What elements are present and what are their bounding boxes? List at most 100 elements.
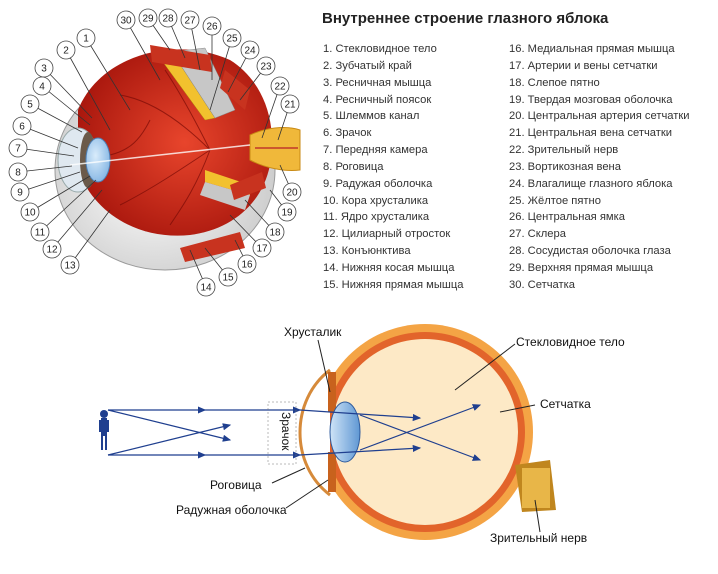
legend-item: 24. Влагалище глазного яблока [509, 177, 673, 190]
callout-line [209, 37, 233, 111]
callout-circle [270, 76, 290, 96]
legend-left: 1. Стекловидное тело 2. Зубчатый край 3. Р… [323, 41, 464, 294]
callout-circle [256, 56, 276, 76]
legend-item: 7. Передняя камера [323, 144, 428, 157]
cornea-shape [298, 368, 331, 497]
callout-circle [196, 277, 216, 297]
callout-circle [76, 28, 96, 48]
callout-number: 3 [41, 64, 47, 75]
callout-number: 11 [35, 228, 46, 239]
callout-circle [240, 40, 260, 60]
callout-number: 22 [274, 82, 286, 93]
legend-right: 16. Медиальная прямая мышца 17. Артерии и… [509, 41, 690, 294]
label-optic-nerve: Зрительный нерв [490, 531, 587, 545]
legend-item: 20. Центральная артерия сетчатки [509, 110, 690, 123]
callout-circle [56, 40, 76, 60]
callout-number: 24 [244, 46, 256, 57]
legend-item: 21. Центральная вена сетчатки [509, 127, 673, 140]
legend-item: 4. Ресничный поясок [323, 93, 432, 106]
legend-item: 9. Радужая оболочка [323, 177, 433, 190]
callout-circle [222, 28, 242, 48]
callout-line [39, 179, 97, 233]
legend-item: 13. Конъюнктива [323, 245, 411, 258]
callout-circle [30, 222, 50, 242]
callout-line [65, 49, 111, 131]
callout-line [29, 103, 83, 133]
callout-number: 10 [24, 208, 36, 219]
legend-item: 11. Ядро хрусталика [323, 211, 430, 224]
legend-item: 10. Кора хрусталика [323, 194, 429, 207]
superior-rectus-muscle [150, 45, 212, 72]
callout-line [69, 209, 111, 266]
callout-line [125, 19, 161, 81]
callout-circle [116, 10, 136, 30]
callout-circle [32, 76, 52, 96]
callout-circle [202, 16, 222, 36]
callout-circle [282, 182, 302, 202]
callout-line [85, 37, 131, 111]
legend-item: 28. Сосудистая оболочка глаза [509, 245, 671, 258]
callout-line [43, 67, 93, 119]
callout-line [41, 85, 91, 126]
legend-item: 27. Склера [509, 228, 566, 241]
callout-circle [138, 8, 158, 28]
callout-circle [20, 202, 40, 222]
legend-item: 22. Зрительный нерв [509, 144, 619, 157]
inferior-rectus-muscle [180, 232, 245, 262]
light-rays [107, 404, 482, 461]
callout-number: 4 [39, 82, 45, 93]
legend-item: 8. Роговица [323, 160, 384, 173]
callout-circle [60, 255, 80, 275]
legend-item: 26. Центральная ямка [509, 211, 625, 224]
callout-circle [237, 254, 257, 274]
legend-item: 23. Вортикозная вена [509, 160, 621, 173]
callout-number: 12 [46, 245, 58, 256]
legend-item: 30. Сетчатка [509, 278, 576, 291]
retinal-vessels [109, 69, 211, 226]
callout-number: 18 [269, 228, 281, 239]
callout-circle [218, 267, 238, 287]
legend-item: 3. Ресничная мышца [323, 76, 432, 89]
callout-circle [158, 8, 178, 28]
medial-muscle [230, 172, 266, 200]
callout-number: 2 [63, 46, 69, 57]
legend-item: 29. Верхняя прямая мышца [509, 261, 654, 274]
callout-circle [42, 239, 62, 259]
callout-number: 23 [260, 62, 272, 73]
callout-number: 15 [222, 273, 234, 284]
callout-circle [12, 116, 32, 136]
callout-number: 21 [284, 100, 296, 111]
legend-item: 16. Медиальная прямая мышца [509, 43, 675, 55]
callout-number: 1 [83, 34, 89, 45]
eye-optics-diagram: Хрусталик Стекловидное тело Сетчатка Рог… [99, 324, 625, 545]
pupil-zone [267, 401, 297, 465]
legend-item: 2. Зубчатый край [323, 59, 412, 72]
callout-circle [180, 10, 200, 30]
legend-item: 18. Слепое пятно [509, 76, 600, 89]
visual-axis [69, 144, 251, 166]
legend-item: 17. Артерии и вены сетчатки [509, 59, 658, 72]
sclera-cut-bottom-grey [200, 182, 250, 210]
callout-number: 5 [27, 100, 33, 111]
callout-circle [252, 238, 272, 258]
callout-number: 6 [19, 122, 25, 133]
lens-shape [329, 401, 361, 463]
eyeball-3d-diagram: 1234567891011121314151617181920212223242… [8, 8, 302, 297]
person-silhouette [99, 410, 109, 450]
optic-nerve [249, 127, 301, 171]
callout-number: 30 [120, 16, 132, 27]
legend-item: 5. Шлеммов канал [323, 110, 420, 123]
label-retina: Сетчатка [540, 397, 591, 411]
callout-number: 28 [162, 14, 174, 25]
eyeball-interior [332, 339, 518, 525]
legend-item: 19. Твердая мозговая оболочка [509, 93, 673, 106]
callout-circle [265, 222, 285, 242]
legend-item: 15. Нижняя прямая мышца [323, 278, 464, 291]
callout-line [19, 171, 81, 193]
callout-number: 17 [256, 244, 268, 255]
legend-item: 1. Стекловидное тело [323, 43, 437, 55]
legend-item: 12. Цилиарный отросток [323, 228, 451, 241]
page-title: Внутреннее строение глазного яблока [322, 10, 609, 27]
lateral-muscle-top [220, 70, 250, 110]
iris-top [328, 372, 336, 412]
